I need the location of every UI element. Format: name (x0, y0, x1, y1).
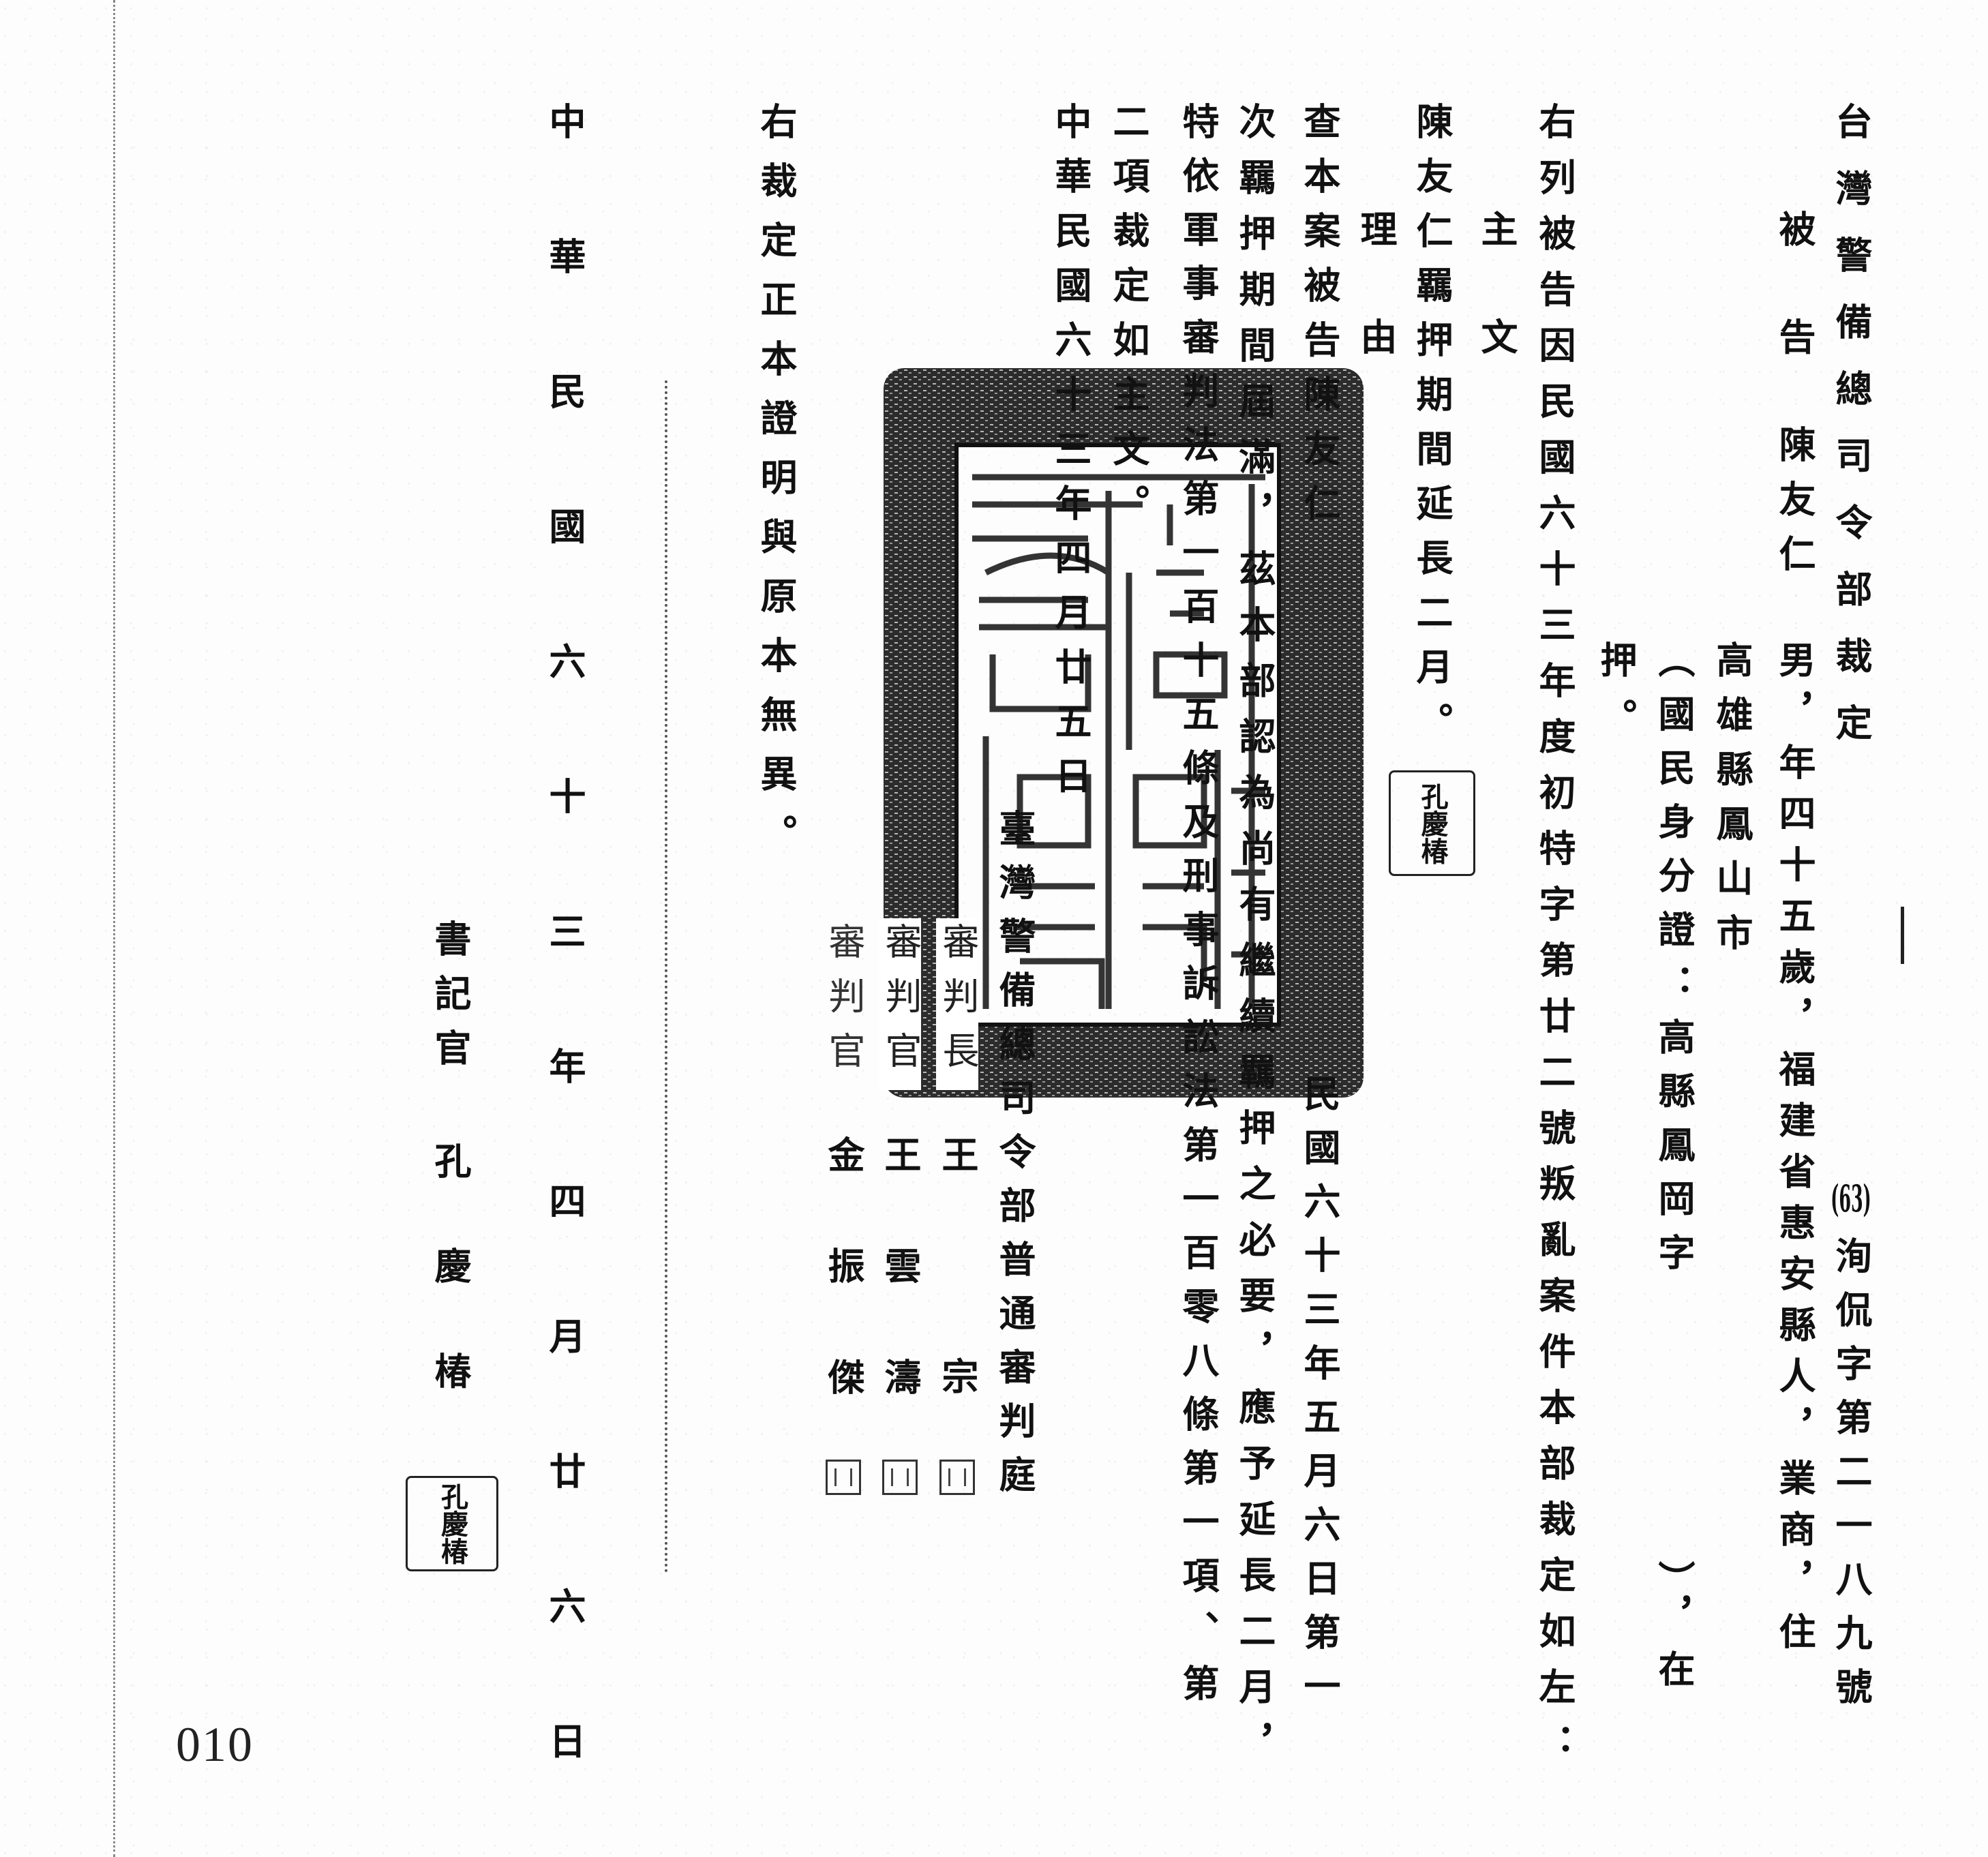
main-text: 陳友仁羈押期間延長二月。 (1410, 102, 1454, 757)
presiding-judge-name: 王宗 (935, 1136, 979, 1579)
page-number: 010 (176, 1717, 254, 1772)
reason-line-3: 特依軍事審判法第一百十五條及刑事訴訟法第一百零八條第一項、第 (1176, 102, 1220, 1718)
margin-mark (1901, 907, 1904, 964)
judge-1-seal (882, 1460, 918, 1495)
main-heading: 主文 (1475, 210, 1518, 425)
court-name: 臺灣警備總司令部普通審判庭 (993, 809, 1036, 1509)
defendant-status: 押。 (1594, 641, 1638, 755)
clerk-seal-margin: 孔慶椿 (1389, 770, 1475, 876)
defendant-address: 高雄縣鳳山市 (1710, 641, 1753, 968)
case-prefix: (63) (1831, 1180, 1871, 1217)
clerk-name: 孔慶椿 (428, 1142, 472, 1457)
defendant-label: 被告 (1773, 210, 1816, 425)
ruling-date: 中華民國六十三年四月廿五日 (1049, 102, 1092, 811)
intro-text: 右列被告因民國六十三年度初特字第廿二號叛亂案件本部裁定如左： (1533, 102, 1576, 1779)
document-title: 台灣警備總司令部裁定 (1829, 102, 1873, 770)
official-court-seal (884, 368, 1364, 1098)
reason-heading: 理由 (1354, 210, 1398, 425)
defendant-details: 男，年四十五歲，福建省惠安縣人，業商，住 (1773, 641, 1816, 1663)
left-margin-line (113, 0, 115, 1857)
defendant-id-card: （國民身分證：高縣鳳岡字 (1652, 641, 1696, 1287)
judge-1-name: 王雲濤 (878, 1136, 922, 1469)
judge-2-name: 金振傑 (822, 1136, 865, 1469)
certification-date: 中華民國六十三年四月廿六日 (543, 102, 586, 1857)
reason-line-1a: 查本案被告陳友仁 (1297, 102, 1341, 539)
clerk-seal: 孔慶椿 (406, 1476, 498, 1571)
presiding-judge-title: 審判長 (936, 918, 979, 1090)
certification-text: 右裁定正本證明與原本無異。 (754, 102, 798, 873)
defendant-id-card-end: ），在 (1652, 1560, 1696, 1704)
column-divider (665, 380, 667, 1573)
judge-2-seal (826, 1460, 861, 1495)
clerk-title: 書記官 (428, 920, 472, 1083)
judge-1-title: 審判官 (879, 918, 922, 1090)
reason-line-4: 二項裁定如主文。 (1106, 102, 1150, 539)
reason-line-1b: 民國六十三年五月六日第一 (1297, 1074, 1341, 1721)
case-year: (63) (1831, 1180, 1871, 1217)
reason-line-2: 次羈押期間屆滿，茲本部認為尚有繼續羈押之必要，應予延長二月， (1233, 102, 1276, 1779)
judge-2-title: 審判官 (822, 922, 865, 1086)
defendant-name: 陳友仁 (1773, 425, 1816, 589)
presiding-judge-seal (939, 1460, 975, 1495)
case-number: 洵侃字第二一八九號 (1829, 1237, 1873, 1721)
